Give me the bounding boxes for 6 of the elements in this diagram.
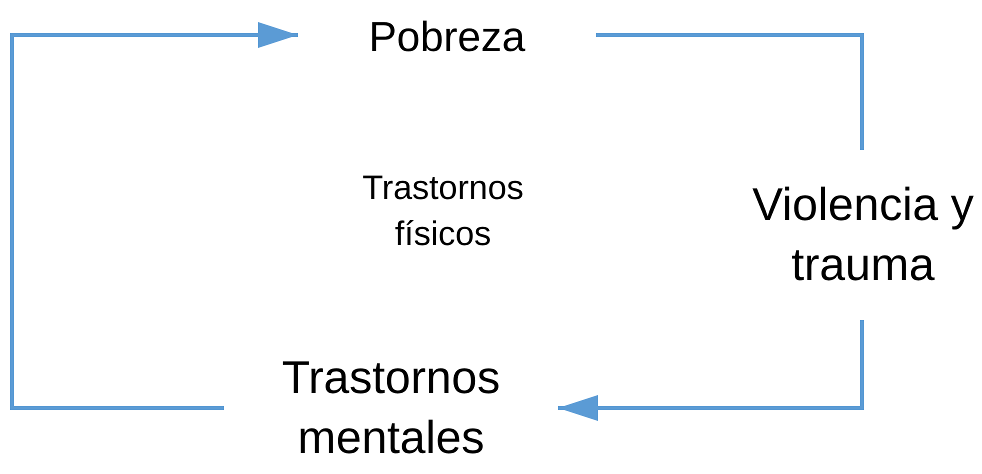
arrow [558,320,864,421]
node-label: Violencia y trauma [751,177,975,292]
node-label: Trastornos mentales [280,350,502,465]
node-label: Pobreza [368,12,526,62]
floating-label: Trastornos físicos [361,168,525,255]
arrow [10,22,298,410]
